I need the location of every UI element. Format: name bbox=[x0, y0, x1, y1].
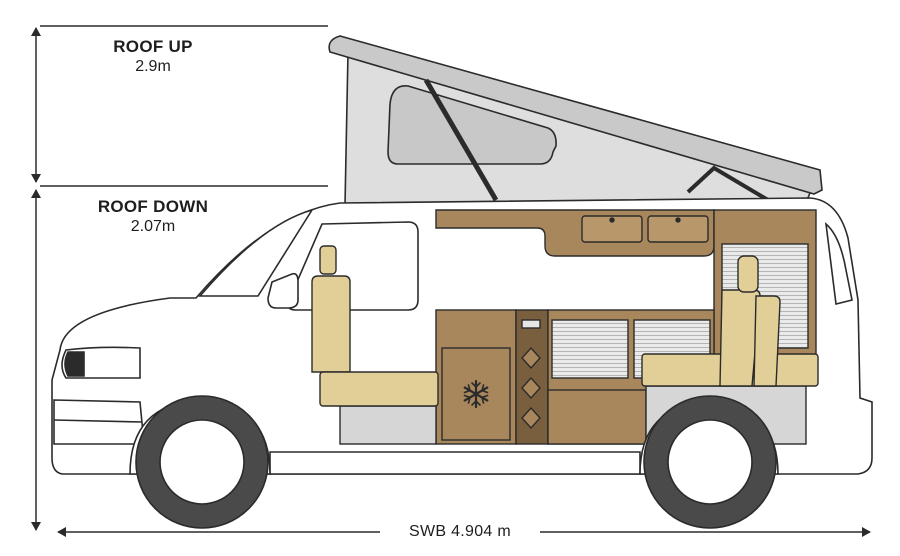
roof-down-label: ROOF DOWN bbox=[97, 197, 209, 216]
cab-seat-base bbox=[339, 405, 437, 445]
pop-top-roof bbox=[328, 35, 823, 206]
overhead-locker-1 bbox=[581, 215, 643, 243]
roof-up-label: ROOF UP bbox=[113, 37, 193, 56]
roof-up-dimension: ROOF UP 2.9m bbox=[92, 38, 214, 75]
interior bbox=[311, 209, 819, 445]
hob-switch bbox=[521, 319, 541, 329]
front-wheel bbox=[129, 395, 271, 529]
side-blind-1 bbox=[551, 319, 629, 379]
roof-down-value: 2.07m bbox=[130, 218, 176, 235]
roof-down-dimension: ROOF DOWN 2.07m bbox=[76, 198, 230, 235]
cab-seat-backrest bbox=[311, 275, 351, 373]
hob-burner-3 bbox=[521, 406, 541, 430]
height-dimension-lines bbox=[31, 25, 328, 531]
lower-cupboard bbox=[547, 389, 647, 445]
rear-wheel bbox=[639, 395, 779, 529]
overhead-cabinets bbox=[435, 209, 715, 257]
length-dimension-label: SWB 4.904 m bbox=[380, 523, 540, 541]
roof-strut-front bbox=[423, 78, 499, 202]
snowflake-icon bbox=[463, 379, 489, 409]
windscreen bbox=[198, 208, 314, 297]
rear-headrest bbox=[737, 255, 759, 293]
hob-burner-2 bbox=[521, 376, 541, 400]
rear-seat-back-2 bbox=[753, 295, 781, 387]
roof-window bbox=[387, 85, 557, 165]
roof-up-value: 2.9m bbox=[135, 58, 171, 75]
side-skirt bbox=[269, 451, 641, 475]
hob-burner-1 bbox=[521, 346, 541, 370]
headlight-inner bbox=[64, 351, 85, 377]
cab-seat-cushion bbox=[319, 371, 439, 407]
wing-mirror bbox=[267, 272, 299, 309]
overhead-locker-2 bbox=[647, 215, 709, 243]
rear-window bbox=[824, 222, 853, 305]
roof-hinge bbox=[686, 165, 770, 202]
roof-lid bbox=[328, 35, 823, 195]
cab-headrest bbox=[319, 245, 337, 275]
